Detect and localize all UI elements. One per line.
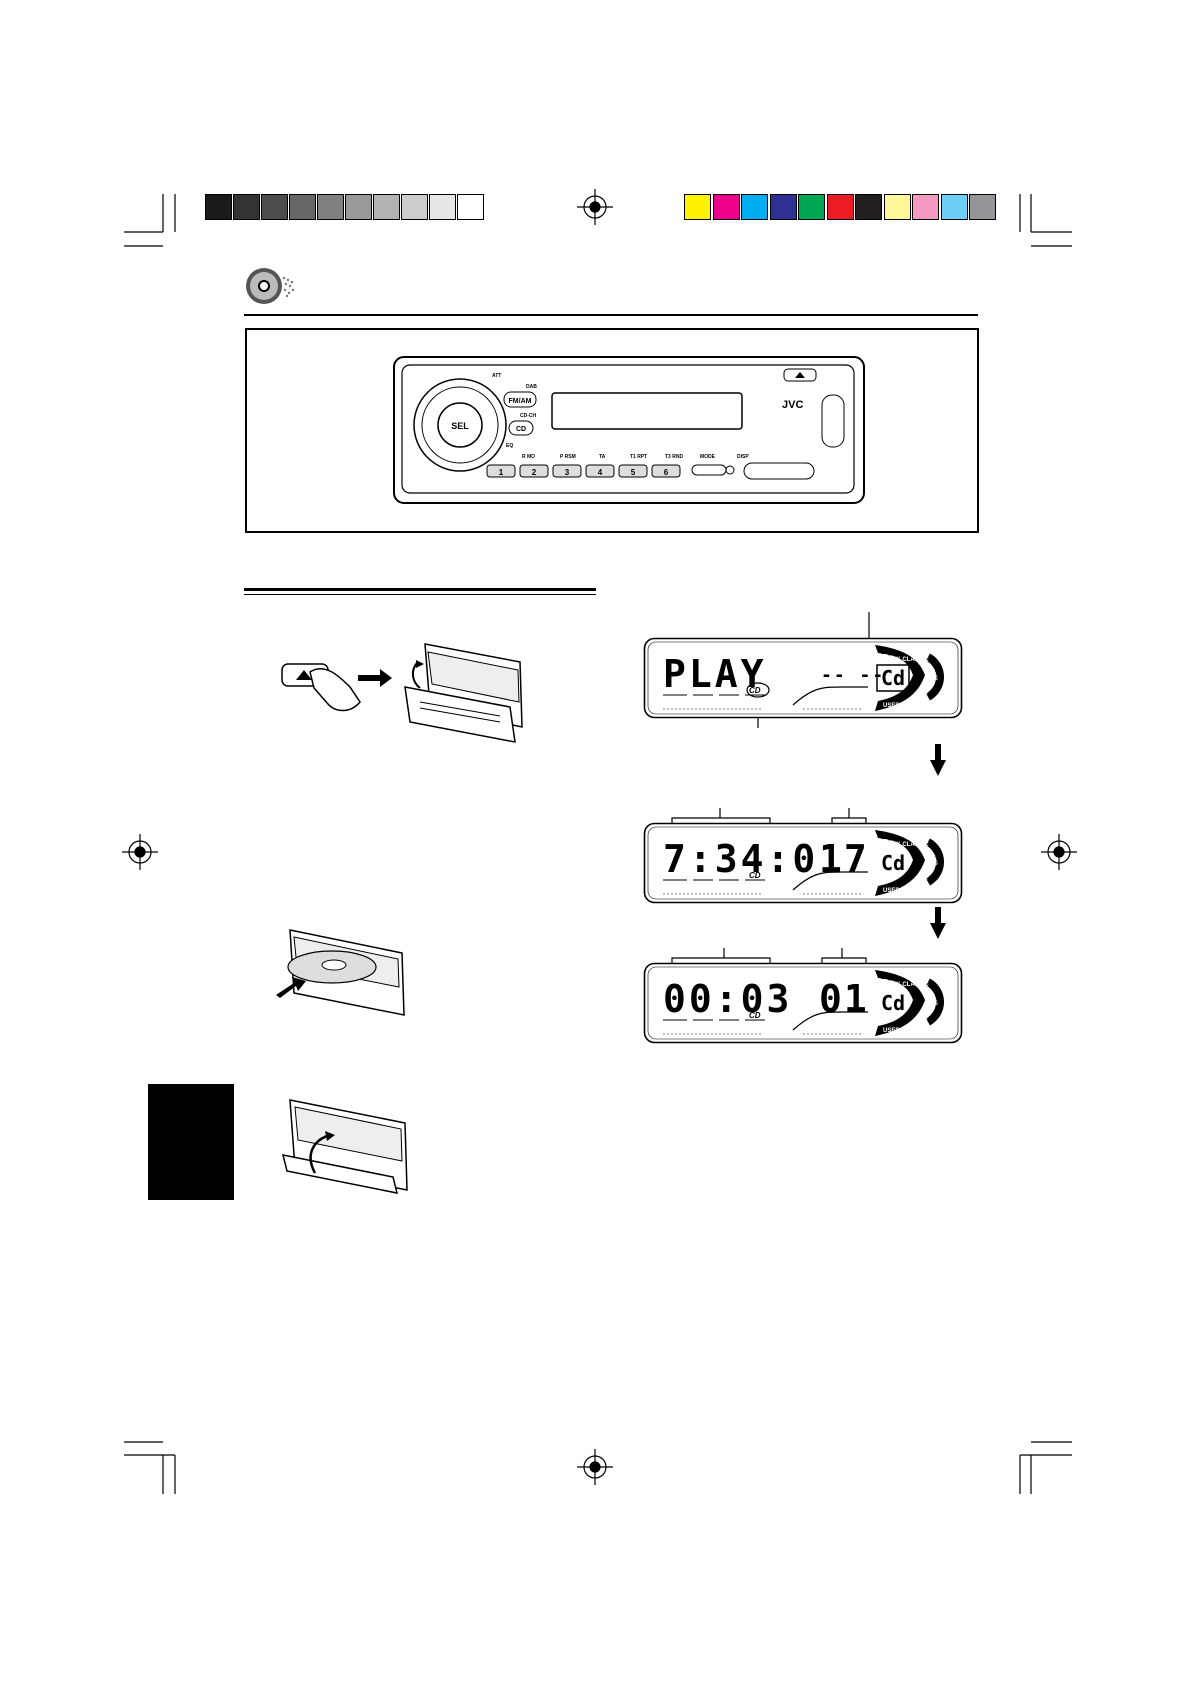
language-side-tab [148, 1084, 234, 1200]
preset-label-3: TA [599, 454, 606, 460]
lcd-right-readout: 01 [819, 977, 869, 1021]
gray-swatch [373, 194, 400, 220]
fm-am-button-label: FM/AM [509, 398, 532, 405]
preset-button-3: 3 [565, 468, 570, 477]
preset-button-5: 5 [631, 468, 636, 477]
down-arrow-icon-1 [930, 744, 946, 776]
color-swatch [826, 194, 854, 220]
faceplate-illustration: SEL FM/AM CD DAB CD-CH ATT EQ JVC R MO P… [393, 356, 865, 504]
preset-label-1: R MO [522, 454, 535, 460]
color-swatch [855, 194, 882, 220]
lcd-source-indicator: Cd [881, 666, 905, 690]
faceplate-frame [245, 328, 979, 533]
dab-label: DAB [526, 384, 537, 390]
cd-section-icon [246, 268, 295, 304]
header-rule [244, 314, 978, 316]
gray-swatch [289, 194, 316, 220]
eq-pops: POPS [931, 994, 940, 1006]
lcd-source-indicator: Cd [881, 851, 905, 875]
color-swatch [769, 194, 797, 220]
color-swatch [741, 194, 768, 220]
right-arrow-icon [358, 669, 392, 687]
eq-user-jazz: USER JAZZ [883, 703, 917, 709]
eq-tag: EQ [881, 974, 892, 981]
lcd-main-readout: 00:03 [663, 977, 792, 1021]
preset-label-5: T3 RND [665, 454, 683, 460]
color-swatch [712, 194, 740, 220]
sel-knob-label: SEL [451, 421, 469, 431]
lcd-right-readout: 17 [819, 837, 869, 881]
color-swatch [798, 194, 825, 220]
cd-ch-label: CD-CH [520, 413, 536, 419]
insert-disc-illustration [276, 929, 405, 1016]
eq-label: EQ [506, 443, 513, 449]
preset-button-4: 4 [598, 468, 603, 477]
insert-arrow-icon [276, 977, 306, 998]
gray-swatch [261, 194, 288, 220]
eject-button-icon [296, 670, 312, 680]
close-panel-illustration [281, 1099, 408, 1194]
lcd-source-indicator: Cd [881, 991, 905, 1015]
curved-arrow-icon [416, 660, 424, 668]
color-swatch [883, 194, 911, 220]
gray-swatch [401, 194, 428, 220]
lcd-main-readout: 7:34:0 [663, 837, 818, 881]
close-arrow-icon [325, 1131, 335, 1141]
eject-press-illustration [281, 643, 523, 743]
eq-rock: ROCK CLASSIC [883, 657, 929, 663]
lcd-display-1: EQ ROCK CLASSIC USER JAZZ POPS HIPHOP PL… [643, 637, 963, 719]
gray-swatch [429, 194, 456, 220]
eject-icon [795, 372, 805, 378]
preset-label-2: P RSM [560, 454, 576, 460]
down-arrow-icon-2 [930, 907, 946, 939]
gray-swatch [233, 194, 260, 220]
eq-pops: POPS [931, 669, 940, 681]
preset-button-1: 1 [499, 468, 504, 477]
subsection-rule [244, 588, 596, 591]
jvc-logo: JVC [782, 399, 803, 411]
preset-button-2: 2 [532, 468, 537, 477]
lcd-right-readout: -- -- [821, 665, 885, 686]
lcd-display-2: EQ ROCK CLASSIC USER JAZZ POPS HIPHOP 7:… [643, 822, 963, 904]
eq-pops: POPS [931, 854, 940, 866]
lcd-cd-badge: CD [749, 1011, 761, 1020]
preset-label-4: T1 RPT [630, 454, 647, 460]
eq-hiphop: HIPHOP [922, 870, 932, 886]
att-label: ATT [492, 373, 501, 379]
gray-swatch [205, 194, 232, 220]
lcd-display-3: EQ ROCK CLASSIC USER JAZZ POPS HIPHOP 00… [643, 962, 963, 1044]
color-swatch [684, 194, 711, 220]
disp-label: DISP [737, 454, 749, 460]
color-swatch [912, 194, 939, 220]
eq-hiphop: HIPHOP [922, 685, 932, 701]
eq-tag: EQ [881, 834, 892, 841]
eq-tag: EQ [881, 649, 892, 656]
color-swatch [940, 194, 968, 220]
gray-swatch [457, 194, 484, 220]
eq-rock: ROCK CLASSIC [883, 842, 929, 848]
gray-swatch [317, 194, 344, 220]
eq-user-jazz: USER JAZZ [883, 888, 917, 894]
eq-user-jazz: USER JAZZ [883, 1028, 917, 1034]
lcd-cd-badge: CD [749, 871, 761, 880]
eq-hiphop: HIPHOP [922, 1010, 932, 1026]
color-swatch [969, 194, 996, 220]
preset-button-6: 6 [664, 468, 669, 477]
gray-swatch [345, 194, 372, 220]
mode-label: MODE [700, 454, 716, 460]
eq-rock: ROCK CLASSIC [883, 982, 929, 988]
cd-button-label: CD [516, 426, 526, 433]
subsection-rule-thin [244, 594, 596, 595]
lcd-cd-badge: CD [749, 686, 761, 695]
